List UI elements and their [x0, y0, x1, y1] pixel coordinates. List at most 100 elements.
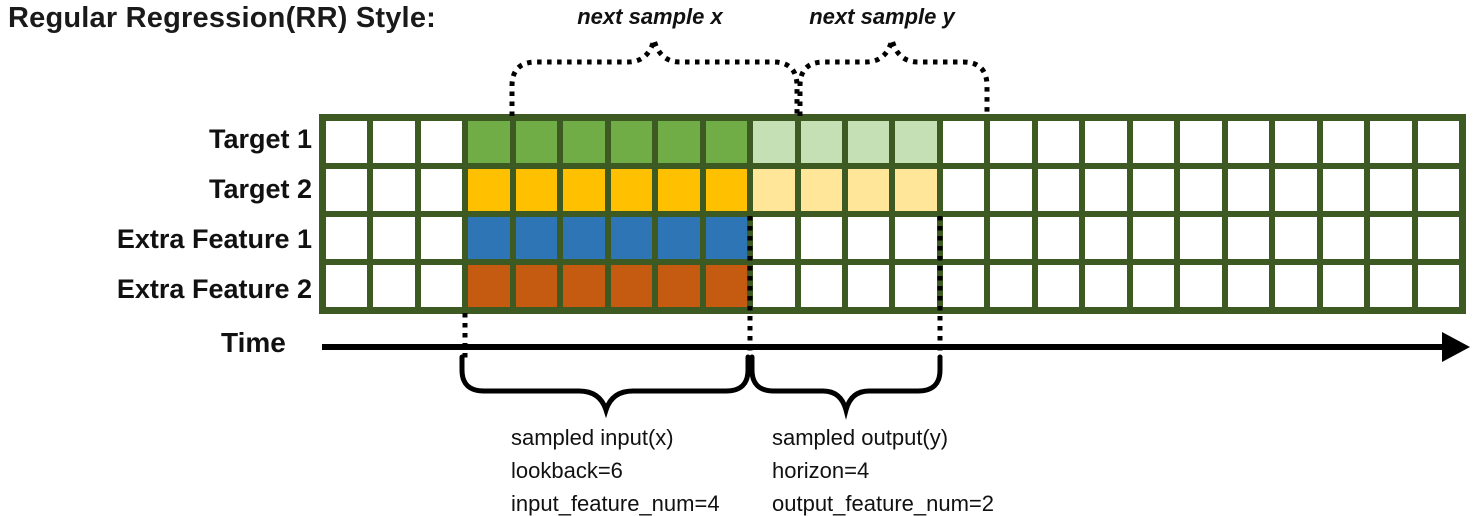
grid-cell — [658, 217, 700, 259]
grid-cell — [420, 217, 463, 259]
grid-cell — [373, 169, 415, 211]
grid-cell — [563, 169, 605, 211]
grid-cell — [1370, 121, 1412, 163]
grid-cell — [658, 121, 700, 163]
time-axis-label: Time — [221, 327, 286, 358]
grid-cell — [1085, 265, 1127, 307]
input-feature-num-value: input_feature_num=4 — [511, 491, 720, 516]
sampled-output-brace — [749, 354, 943, 420]
next-sample-y-label: next sample y — [809, 4, 955, 29]
grid-cell — [1322, 217, 1365, 259]
grid-cell — [800, 121, 843, 163]
row-label-target-2: Target 2 — [208, 173, 312, 204]
grid-cell — [326, 265, 368, 307]
grid-cell — [515, 121, 558, 163]
grid-cell — [515, 169, 558, 211]
grid-cell — [800, 169, 843, 211]
grid-cell — [705, 121, 748, 163]
next-sample-x-label: next sample x — [577, 4, 723, 29]
grid-cell — [515, 265, 558, 307]
grid-cell — [1370, 169, 1412, 211]
grid-cell — [1132, 217, 1175, 259]
sampled-input-brace — [459, 354, 751, 419]
grid-cell — [610, 265, 653, 307]
grid-cell — [895, 121, 937, 163]
grid-cell — [1417, 169, 1459, 211]
grid-cell — [895, 217, 937, 259]
grid-cell — [420, 121, 463, 163]
grid-cell — [1322, 265, 1365, 307]
row-label-extra-feature-2: Extra Feature 2 — [116, 273, 312, 304]
grid-cell — [1085, 169, 1127, 211]
feature-row-labels: Target 1 Target 2 Extra Feature 1 Extra … — [0, 114, 312, 314]
grid-cell — [848, 169, 890, 211]
grid-cell — [468, 265, 510, 307]
grid-cell — [1132, 121, 1175, 163]
grid-cell — [1227, 121, 1270, 163]
grid-cell — [1370, 265, 1412, 307]
grid-cell — [1180, 265, 1222, 307]
grid-cell — [1037, 169, 1080, 211]
grid-cell — [848, 121, 890, 163]
grid-cell — [848, 265, 890, 307]
grid-cell — [705, 217, 748, 259]
next-sample-x-brace — [509, 30, 800, 116]
grid-cell — [1037, 121, 1080, 163]
grid-cell — [1227, 217, 1270, 259]
grid-cell — [895, 169, 937, 211]
grid-cell — [1322, 121, 1365, 163]
grid-cell — [1322, 169, 1365, 211]
grid-cell — [753, 265, 795, 307]
time-axis-arrowhead — [1442, 332, 1470, 362]
grid-cell — [610, 121, 653, 163]
grid-cell — [1132, 169, 1175, 211]
row-label-target-1: Target 1 — [208, 123, 312, 154]
grid-cell — [1275, 169, 1317, 211]
lookback-value: lookback=6 — [511, 458, 623, 483]
grid-cell — [610, 217, 653, 259]
grid-cell — [658, 169, 700, 211]
grid-cell — [848, 217, 890, 259]
grid-cell — [990, 121, 1032, 163]
grid-cell — [705, 265, 748, 307]
grid-cell — [468, 169, 510, 211]
grid-cell — [990, 169, 1032, 211]
horizon-value: horizon=4 — [772, 458, 870, 483]
grid-cell — [1037, 217, 1080, 259]
grid-cell — [1275, 265, 1317, 307]
grid-cell — [1417, 121, 1459, 163]
grid-cell — [1085, 217, 1127, 259]
grid-cell — [373, 121, 415, 163]
grid-cell — [563, 265, 605, 307]
grid-cell — [1417, 217, 1459, 259]
sampled-input-title: sampled input(x) — [511, 425, 674, 450]
grid-cell — [1180, 121, 1222, 163]
grid-cell — [942, 169, 985, 211]
grid-cell — [1275, 121, 1317, 163]
grid-cell — [753, 169, 795, 211]
grid-cell — [563, 121, 605, 163]
grid-cell — [1180, 217, 1222, 259]
grid-cell — [515, 217, 558, 259]
grid-cell — [1227, 265, 1270, 307]
grid-cell — [753, 121, 795, 163]
grid-cell — [1132, 265, 1175, 307]
grid-cell — [468, 121, 510, 163]
grid-cell — [942, 217, 985, 259]
grid-cell — [420, 265, 463, 307]
next-sample-y-brace — [797, 30, 990, 116]
grid-cell — [800, 217, 843, 259]
grid-cell — [373, 265, 415, 307]
row-label-extra-feature-1: Extra Feature 1 — [116, 223, 312, 254]
grid-cell — [895, 265, 937, 307]
grid-cell — [942, 265, 985, 307]
sampled-output-title: sampled output(y) — [772, 425, 949, 450]
grid-cell — [326, 121, 368, 163]
grid-cell — [420, 169, 463, 211]
grid-cell — [1085, 121, 1127, 163]
grid-cell — [753, 217, 795, 259]
grid-cell — [1370, 217, 1412, 259]
grid-cell — [942, 121, 985, 163]
grid-cell — [705, 169, 748, 211]
